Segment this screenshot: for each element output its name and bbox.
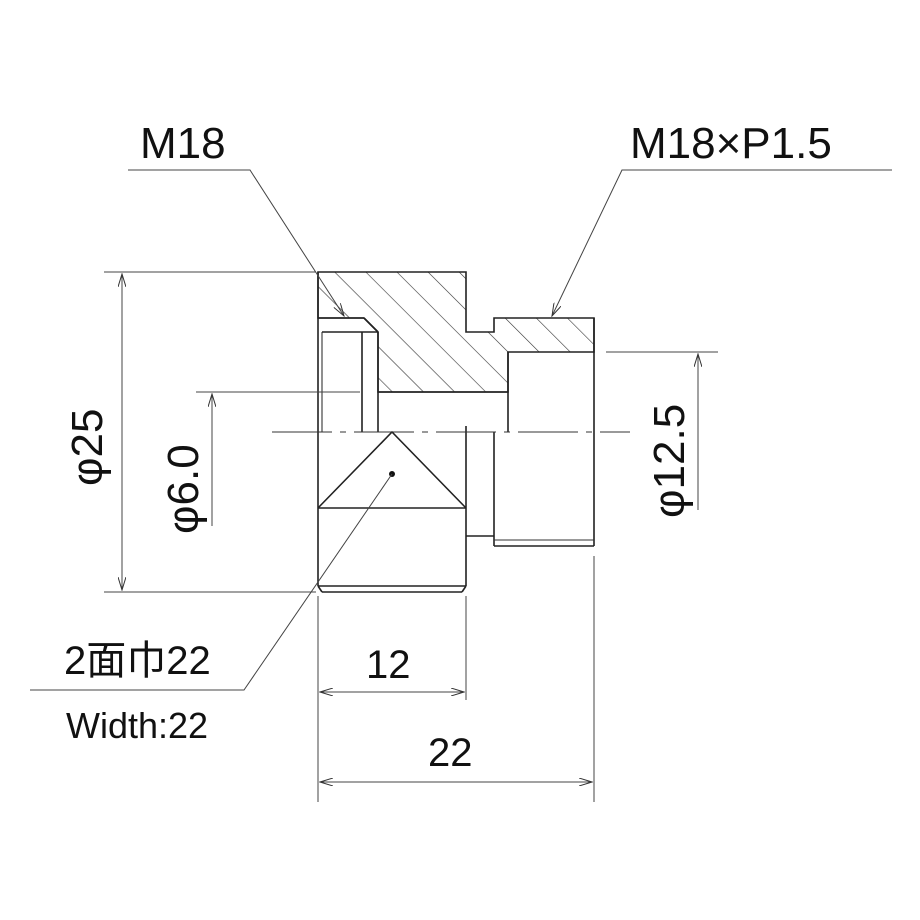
wacf-jp-label: 2面巾22 (64, 639, 211, 683)
hex-corner-triangle (317, 430, 467, 509)
dia25-label: φ25 (63, 409, 112, 486)
inner-thread-chamfer (363, 317, 379, 333)
thread-inner-label: M18 (140, 119, 226, 168)
len22-label: 22 (428, 731, 473, 775)
dia125-label: φ12.5 (645, 404, 694, 518)
len12-label: 12 (366, 643, 411, 687)
dimensions (104, 271, 718, 802)
m18-leader (128, 169, 344, 316)
wacf-leader (30, 473, 393, 691)
dia6-label: φ6.0 (159, 444, 208, 534)
m18p15-leader (552, 169, 892, 316)
thread-outer-label: M18×P1.5 (630, 119, 832, 168)
bottom-chamfer-right (461, 585, 467, 593)
labels: M18 M18×P1.5 φ25 φ6.0 φ12.5 2面巾22 Width:… (63, 119, 832, 775)
leaders (30, 169, 892, 691)
bottom-chamfer-left (317, 585, 323, 593)
wacf-en-label: Width:22 (66, 705, 208, 746)
part-body (272, 271, 630, 593)
